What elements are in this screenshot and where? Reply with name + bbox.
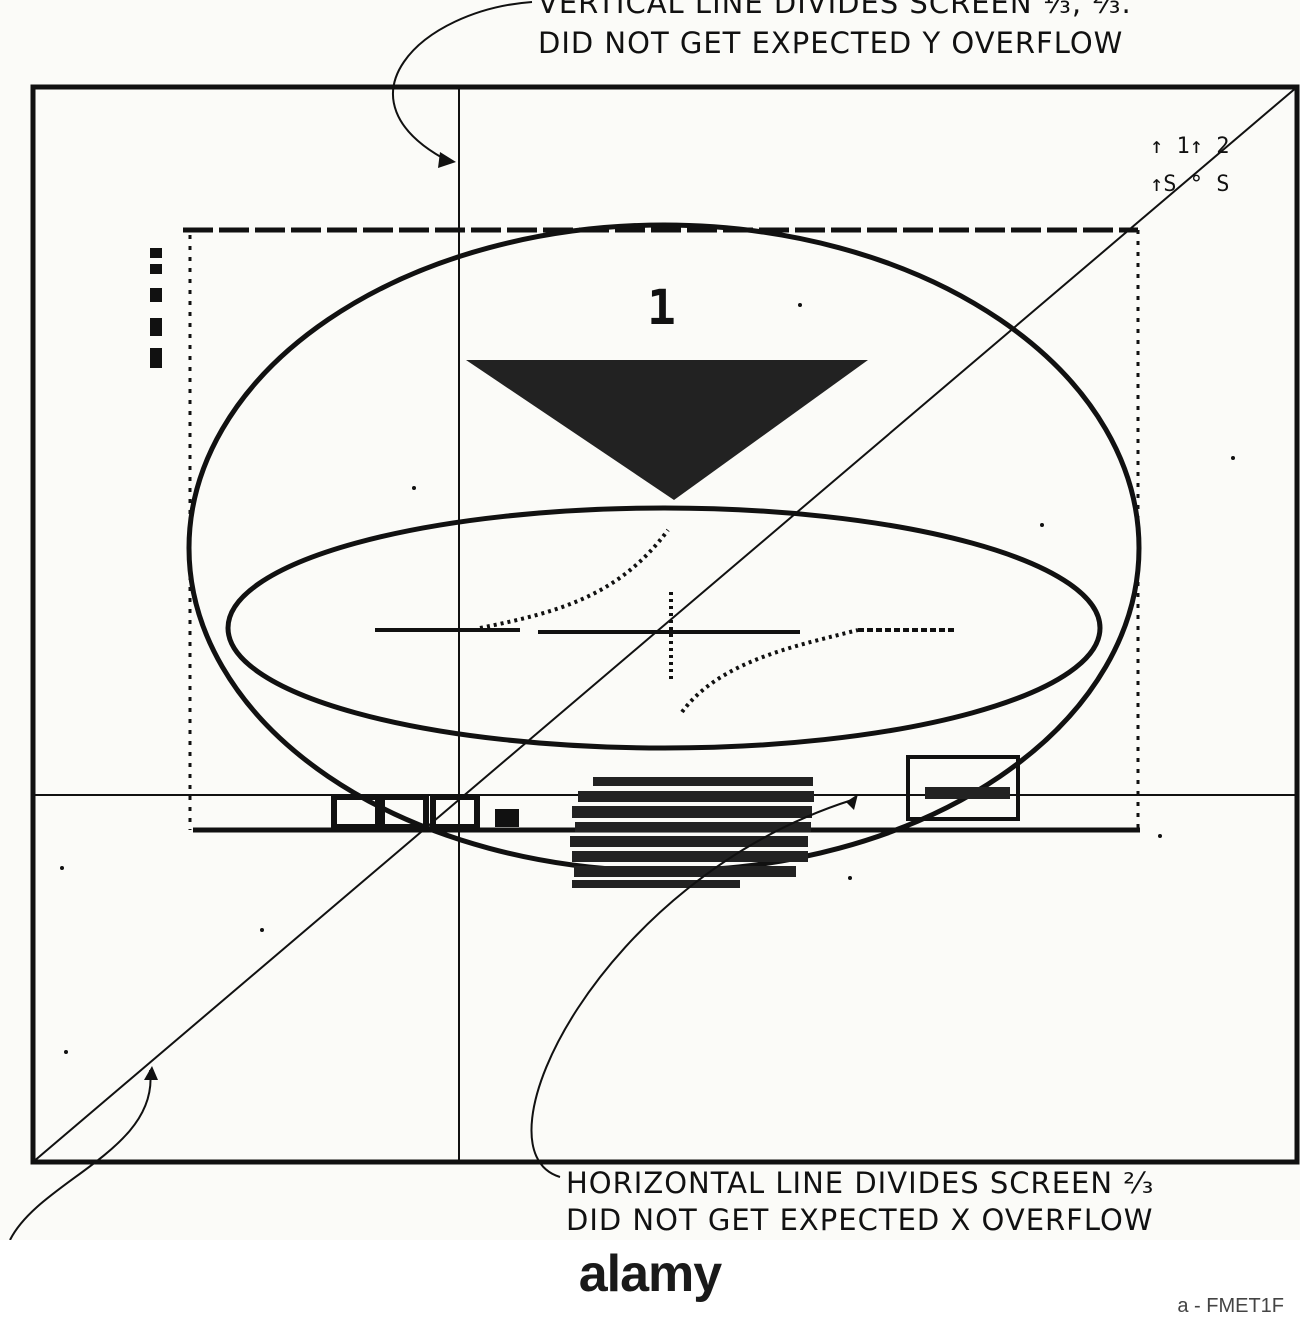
arrow-to-diagonal: [9, 1069, 152, 1240]
garbled-text-block: [570, 777, 814, 888]
arrow-to-horizontal-line: [530, 799, 853, 1178]
inner-ellipse: [225, 505, 1103, 751]
watermark-footer: [0, 1240, 1300, 1323]
small-box-inner: [925, 787, 1010, 799]
stray-specks: [60, 303, 1235, 1054]
corner-marker-row-1: ↑ 1↑ 2: [1150, 134, 1230, 159]
arrowhead-vertical: [438, 152, 456, 168]
small-box: [906, 755, 1020, 821]
y-overflow-annotation: DID NOT GET EXPECTED Y OVERFLOW: [538, 26, 1124, 60]
corner-marker-row-2: ↑S ° S: [1150, 172, 1230, 197]
horizontal-line-annotation: HORIZONTAL LINE DIVIDES SCREEN ²⁄₃: [566, 1166, 1155, 1200]
dotted-curve-lower: [680, 628, 859, 714]
filled-triangle: [466, 360, 868, 500]
scanned-diagram: VERTICAL LINE DIVIDES SCREEN ⅓, ⅔. DID N…: [9, 0, 1300, 1240]
arrowhead-horizontal: [846, 794, 858, 810]
watermark-logo: alamy: [578, 1245, 722, 1303]
vertical-line-annotation: VERTICAL LINE DIVIDES SCREEN ⅓, ⅔.: [538, 0, 1132, 20]
em-glyph-block: [331, 794, 519, 830]
left-tick-marks: [150, 248, 162, 368]
x-overflow-annotation: DID NOT GET EXPECTED X OVERFLOW: [566, 1203, 1154, 1237]
test-pattern-drawing: [9, 1, 1300, 1240]
arrowhead-diagonal: [144, 1066, 158, 1080]
outer-screen-frame: [30, 84, 1300, 1165]
triangle-number-label: 1: [647, 280, 676, 336]
dotted-curve-upper: [479, 528, 670, 630]
arrow-to-vertical-line: [392, 1, 533, 163]
image-id-label: a - FMET1F: [1177, 1295, 1284, 1317]
diagonal-line: [32, 86, 1298, 1163]
